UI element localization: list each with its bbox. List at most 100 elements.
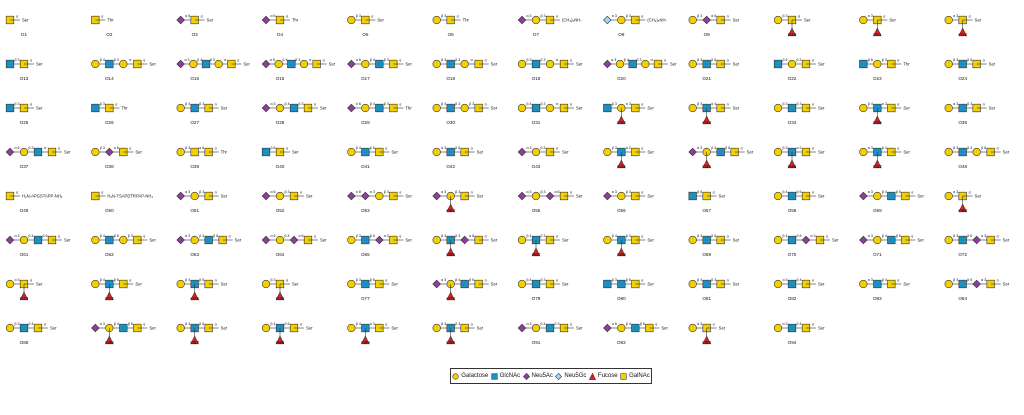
glcnac-residue <box>105 235 114 245</box>
anomeric-label: α <box>399 235 401 239</box>
anchor-label: Ser <box>562 282 569 287</box>
glcnac-residue <box>773 59 783 69</box>
anomeric-label: α <box>911 235 913 239</box>
anomeric-label: α <box>570 59 572 63</box>
legend-item-galnac: GalNAc <box>620 372 650 380</box>
linkage-label: α 6 <box>356 102 361 106</box>
linkage-label: β 6 <box>199 278 204 282</box>
glcnac-residue <box>702 235 711 245</box>
galactose-residue <box>19 235 29 245</box>
glcnac-residue <box>33 147 43 157</box>
linkage-label: β 4 <box>782 190 787 194</box>
glycan-id-label: O88 <box>276 340 285 345</box>
neu5ac-residue <box>261 59 271 69</box>
galactose-residue <box>214 59 223 69</box>
anchor-label: (CH₂)₅NH- <box>647 18 667 23</box>
glcnac-residue <box>859 59 868 69</box>
glycan-id-label: O1 <box>21 32 28 37</box>
galactose-residue <box>5 323 15 333</box>
galactose-residue <box>545 59 555 69</box>
linkage-label: α 3 <box>868 234 873 238</box>
glycan-id-label: O35 <box>873 120 882 125</box>
linkage-label: α 3 <box>953 190 958 194</box>
linkage-label: α 8 <box>356 190 361 194</box>
linkage-label: β 6 <box>725 146 730 150</box>
glycan-id-label: O17 <box>361 76 370 81</box>
linkage-label: β 3 <box>455 234 460 238</box>
galactose-residue <box>641 59 650 69</box>
linkage-label: α 3 <box>441 278 446 282</box>
neu5ac-residue <box>517 191 527 201</box>
anomeric-label: α <box>399 59 401 63</box>
linkage-label: β 3 <box>796 102 801 106</box>
glycan-id-label: O42 <box>446 164 455 169</box>
linkage-label: β 3 <box>626 190 631 194</box>
linkage-label: α <box>471 58 473 62</box>
neu5ac-residue <box>801 235 811 245</box>
anchor-label: Ser <box>491 282 498 287</box>
anchor-label: Ser <box>818 150 825 155</box>
legend-label: Neu5Gc <box>564 373 587 379</box>
neu5ac-residue <box>347 103 356 113</box>
anomeric-label: α <box>129 279 131 283</box>
linkage-label: α 3 <box>185 234 190 238</box>
linkage-label: β 6 <box>868 58 873 62</box>
glycan-id-label: O74 <box>105 296 114 301</box>
anchor-label: Ser <box>491 238 498 243</box>
galactose-residue <box>190 191 199 201</box>
anomeric-label: α <box>713 323 715 327</box>
linkage-label: α 6 <box>356 58 361 62</box>
anomeric-label: α <box>641 235 643 239</box>
fucose-residue <box>958 27 967 37</box>
anchor-label: Ser <box>221 326 228 331</box>
galactose-residue <box>944 103 953 113</box>
anchor-label: Ser <box>818 282 825 287</box>
linkage-label: β 3 <box>455 190 460 194</box>
glcnac-residue <box>603 103 612 113</box>
linkage-label: β 3 <box>697 102 702 106</box>
galactose-residue <box>432 59 441 69</box>
anchor-label: Ser <box>804 18 811 23</box>
linkage-label: β 3 <box>612 278 617 282</box>
anchor-label: H₂N-APGSTAPP-NH₂ <box>22 194 63 199</box>
galactose-residue <box>432 15 441 25</box>
glycan-id-label: O25 <box>20 120 29 125</box>
linkage-label: β 6 <box>796 190 801 194</box>
glcnac-residue <box>287 59 296 69</box>
glycan-id-label: O55 <box>532 208 541 213</box>
linkage-label: β 3 <box>356 278 361 282</box>
anomeric-label: α <box>16 191 18 195</box>
linkage-label: β 4 <box>526 102 531 106</box>
anomeric-label: α <box>798 15 800 19</box>
anomeric-label: α <box>570 191 572 195</box>
glcnac-residue <box>628 59 637 69</box>
anchor-label: Ser <box>647 150 654 155</box>
anchor-label: Ser <box>818 106 825 111</box>
fucose-residue <box>873 159 882 169</box>
anchor-label: Thr <box>903 62 910 67</box>
glcnac-residue <box>204 235 213 245</box>
anomeric-label: α <box>983 59 985 63</box>
linkage-label: β 6 <box>967 278 972 282</box>
anomeric-label: α <box>314 103 316 107</box>
linkage-label: α 6 <box>199 146 204 150</box>
linkage-label: β 3 <box>128 234 133 238</box>
fucose-residue <box>19 291 29 301</box>
linkage-label: β 4 <box>882 234 887 238</box>
glycan-id-label: O69 <box>702 252 711 257</box>
fucose-residue <box>361 335 370 345</box>
anchor-label: Ser <box>221 106 228 111</box>
anomeric-label: α <box>741 147 743 151</box>
legend-item-neu5ac: Neu5Ac <box>522 372 553 380</box>
linkage-label: β 3 <box>295 58 300 62</box>
linkage-label: α 3 <box>782 322 787 326</box>
linkage-label: α 6 <box>270 14 275 18</box>
